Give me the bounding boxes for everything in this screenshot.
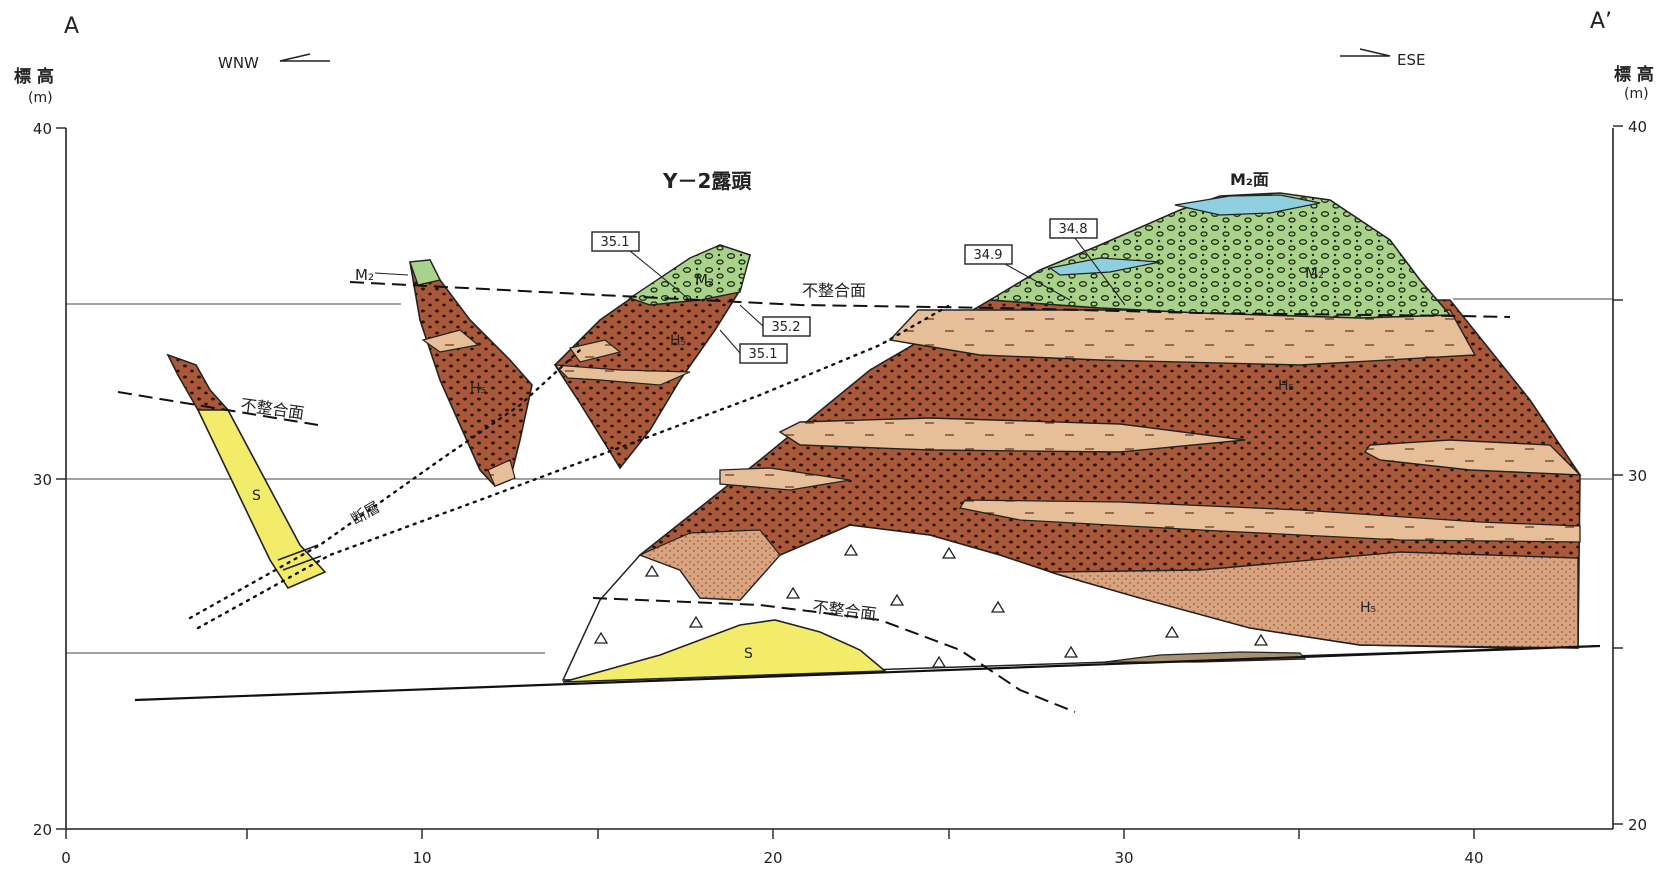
outcrop-title: Y－2露頭	[662, 169, 752, 193]
y-ticks-right	[1613, 125, 1623, 825]
arrow-west-icon	[279, 53, 330, 62]
m2-label: M₂	[355, 266, 374, 284]
x-tick-label: 10	[412, 849, 431, 867]
h5-light-lens-3	[719, 467, 851, 491]
x-tick-label: 0	[61, 849, 71, 867]
x-tick-label: 30	[1114, 849, 1133, 867]
h5-fine-lower	[1049, 551, 1579, 649]
y-axis-unit-right: (m)	[1624, 86, 1649, 102]
s-column-band-1	[277, 544, 319, 561]
h5-light-lens-1	[778, 417, 1246, 453]
base-line	[134, 644, 1601, 702]
m2-gravel-cap	[987, 192, 1452, 319]
s-column-band-2	[282, 555, 322, 571]
y-axis-unit-left: (m)	[28, 90, 53, 106]
elevation-value: 34.9	[974, 248, 1003, 263]
h5-light-lens-4	[958, 499, 1581, 543]
y-tick-label-left: 30	[33, 471, 52, 489]
direction-arrows	[279, 48, 1391, 62]
m2-label: M₂	[695, 271, 714, 289]
unconformity-label: 不整合面	[802, 281, 866, 300]
h5-block-tall-lens-1	[421, 329, 480, 353]
elevation-boxes	[591, 218, 1098, 364]
fault-label: 断層	[348, 498, 383, 529]
unconformity-lines	[117, 281, 1511, 713]
fault-lines	[188, 303, 952, 630]
h5-label: H₅	[1360, 600, 1376, 616]
y-ticks-left	[56, 127, 66, 830]
y-tick-label-left: 40	[33, 120, 52, 138]
corner-label-left: A	[64, 14, 79, 39]
elevation-value: 35.1	[601, 235, 630, 250]
elevation-value: 35.2	[772, 320, 801, 335]
h5-label: H₅	[470, 381, 486, 397]
s-label: S	[744, 646, 753, 662]
s-column-top-h5	[166, 353, 230, 411]
y-tick-label-left: 20	[33, 821, 52, 839]
h5-block-middle-cap	[628, 244, 751, 306]
weathered-markers	[593, 543, 1269, 668]
h5-light-upper	[888, 309, 1477, 366]
y-axis-title-right: 標 高	[1614, 64, 1654, 85]
h5-block-tall	[409, 259, 533, 487]
h5-block-tall-lens-2	[487, 459, 516, 487]
m2-blue-lens-top	[1174, 194, 1321, 216]
m2-surface-label: M₂面	[1230, 170, 1269, 189]
h5-label: H₅	[1278, 378, 1294, 394]
elevation-leaders	[374, 237, 1126, 354]
h5-label: H₅	[670, 333, 686, 349]
h5-block-tall-cap	[409, 259, 441, 286]
x-tick-label: 20	[763, 849, 782, 867]
y-axis-title-left: 標 高	[14, 66, 54, 87]
direction-label-west: WNW	[218, 54, 259, 72]
s-label: S	[252, 488, 261, 504]
h5-block-middle-lens-1	[568, 339, 622, 363]
elevation-value: 34.8	[1059, 222, 1088, 237]
x-ticks	[65, 829, 1475, 839]
y-tick-label-right: 40	[1628, 118, 1647, 136]
h5-fine-left	[638, 529, 781, 601]
h5-light-lens-2	[1363, 439, 1582, 476]
h5-block-middle-lens-2	[553, 364, 691, 386]
y-tick-label-right: 30	[1628, 467, 1647, 485]
direction-label-east: ESE	[1397, 51, 1425, 69]
unconformity-label: 不整合面	[239, 395, 305, 423]
m2-label: M₂	[1305, 264, 1324, 282]
arrow-east-icon	[1340, 48, 1391, 57]
x-tick-label: 40	[1464, 849, 1483, 867]
corner-label-right: A’	[1590, 9, 1612, 34]
y-tick-label-right: 20	[1628, 816, 1647, 834]
elevation-value: 35.1	[749, 347, 778, 362]
s-basement-wedge	[562, 619, 888, 683]
